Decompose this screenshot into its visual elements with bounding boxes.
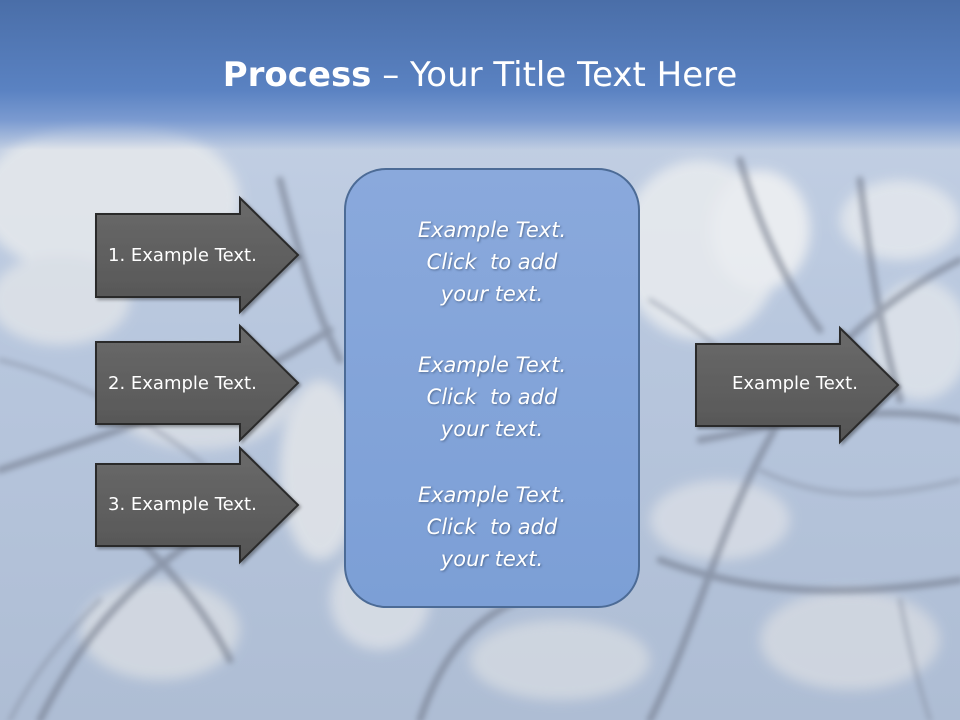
center-box-paragraph-3[interactable]: Example Text. Click to add your text. [346, 479, 638, 575]
center-box-paragraph-1[interactable]: Example Text. Click to add your text. [346, 214, 638, 310]
output-arrow-label: Example Text. [732, 373, 858, 394]
center-box-paragraph-3-line-1: Example Text. [417, 483, 567, 507]
page-title[interactable]: Process – Your Title Text Here [0, 52, 960, 98]
title-band [0, 0, 960, 150]
input-arrow-1-label: 1. Example Text. [108, 245, 257, 266]
center-box-paragraph-2-line-3: your text. [440, 417, 544, 441]
output-arrow[interactable] [695, 325, 900, 445]
title-bold: Process [222, 55, 372, 95]
center-box-paragraph-1-line-1: Example Text. [417, 218, 567, 242]
input-arrow-1[interactable] [95, 195, 300, 315]
title-rest: – Your Title Text Here [371, 55, 738, 95]
center-box-paragraph-2-line-1: Example Text. [417, 353, 567, 377]
input-arrow-3-label: 3. Example Text. [108, 494, 257, 515]
center-box-paragraph-1-line-2: Click to add [426, 250, 558, 274]
center-box-paragraph-2-line-2: Click to add [426, 385, 558, 409]
center-box-paragraph-1-line-3: your text. [440, 282, 544, 306]
center-box-paragraph-3-line-2: Click to add [426, 515, 558, 539]
input-arrow-2[interactable] [95, 323, 300, 443]
center-process-box[interactable]: Example Text. Click to add your text. Ex… [344, 168, 640, 608]
center-box-paragraph-2[interactable]: Example Text. Click to add your text. [346, 349, 638, 445]
input-arrow-2-label: 2. Example Text. [108, 373, 257, 394]
center-box-paragraph-3-line-3: your text. [440, 547, 544, 571]
input-arrow-3[interactable] [95, 445, 300, 565]
